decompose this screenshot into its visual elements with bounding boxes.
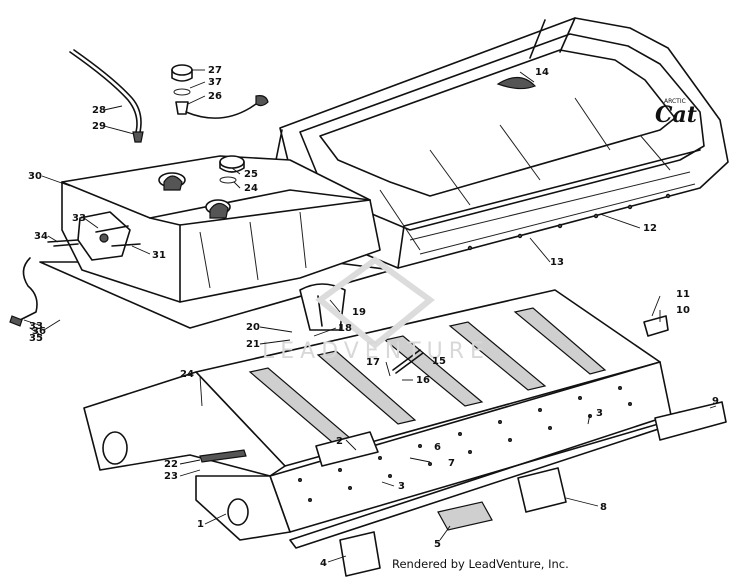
callout-19: 19	[352, 307, 366, 318]
seat-brand-small: ARCTIC	[664, 98, 686, 105]
callout-28: 27	[208, 65, 222, 76]
callout-labels: 27 37 26 28 29 30 25 24 33 34 31 33 35 3…	[28, 65, 719, 569]
callout-1: 1	[197, 519, 204, 530]
callout-16: 16	[416, 375, 430, 386]
callout-4: 4	[320, 558, 327, 569]
seat-brand-logo: Cat	[655, 102, 697, 128]
callout-22: 22	[164, 459, 178, 470]
callout-18: 18	[338, 323, 352, 334]
callout-7: 7	[448, 458, 455, 469]
callout-8: 8	[600, 502, 607, 513]
callout-14: 14	[535, 67, 549, 78]
callout-6: 6	[434, 442, 441, 453]
callout-27: 26	[208, 91, 222, 102]
callout-11: 11	[676, 289, 690, 300]
callout-33-lower: 33	[29, 321, 43, 332]
seat-emblem	[496, 76, 537, 90]
callout-37: 37	[208, 77, 222, 88]
callout-32: 31	[152, 250, 166, 261]
callout-12: 12	[643, 223, 657, 234]
callout-23: 23	[164, 471, 178, 482]
callout-5: 5	[434, 539, 441, 550]
callout-31: 30	[28, 171, 42, 182]
callout-17: 17	[366, 357, 380, 368]
callout-30: 29	[92, 121, 106, 132]
watermark-text: LEADVENTURE	[262, 339, 490, 364]
callout-15: 15	[432, 356, 446, 367]
callout-10: 10	[676, 305, 690, 316]
callout-26: 25	[244, 169, 258, 180]
watermark: LEADVENTURE	[262, 256, 490, 364]
callout-13: 13	[550, 257, 564, 268]
callout-21: 21	[246, 339, 260, 350]
callout-35: 35	[29, 333, 43, 344]
callout-29: 28	[92, 105, 106, 116]
callout-20: 20	[246, 322, 260, 333]
footer-credit: Rendered by LeadVenture, Inc.	[392, 557, 569, 571]
callout-2: 2	[336, 436, 343, 447]
callout-36: 36	[32, 326, 46, 337]
callout-3-lower: 3	[398, 481, 405, 492]
callout-3-upper: 3	[596, 408, 603, 419]
leader-lines	[23, 69, 717, 563]
callout-34: 34	[34, 231, 48, 242]
callout-25: 24	[244, 183, 258, 194]
callout-9: 9	[712, 396, 719, 407]
callout-24: 24	[180, 369, 194, 380]
chassis-tunnel	[83, 283, 727, 577]
callout-33-upper: 33	[72, 213, 86, 224]
